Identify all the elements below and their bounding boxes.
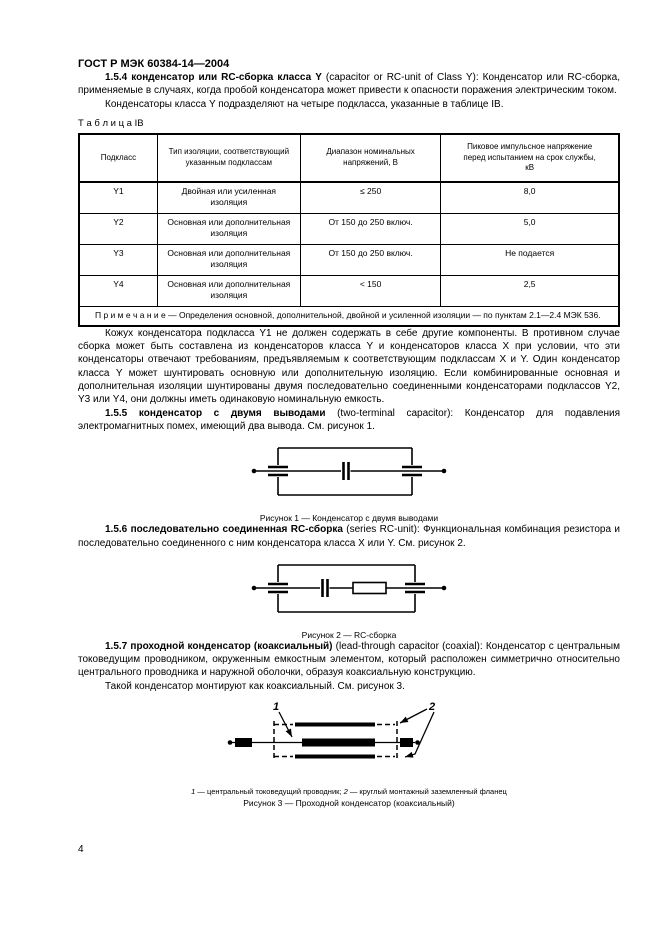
callout-line-1	[278, 711, 293, 738]
capacitive-electrode-top	[295, 722, 375, 727]
cell-subclass: Y4	[78, 274, 158, 307]
paragraph-1-5-7: 1.5.7 проходной конденсатор (коаксиальны…	[78, 640, 620, 680]
callout-line-2-top	[399, 708, 428, 724]
terminal-ferrule-right	[400, 738, 413, 748]
table-row-y4: Y4 Основная или дополнительная изоляция …	[78, 274, 620, 307]
figure-3-legend: 1 — центральный токоведущий проводник; 2…	[78, 787, 620, 796]
legend-number-1: 1	[191, 787, 196, 797]
cell-impulse: 2,5	[440, 274, 620, 307]
terminal-dot-left	[251, 468, 257, 474]
legend-text-2: — круглый монтажный заземленный фланец	[347, 787, 507, 797]
terminal-dot-right	[441, 468, 447, 474]
terminal-dot-right	[441, 585, 447, 591]
terminal-ferrule-left	[235, 738, 252, 748]
cell-insulation: Основная или дополнительная изоляция	[156, 212, 301, 245]
term-1-5-6: 1.5.6 последовательно соединенная RC-сбо…	[105, 524, 343, 536]
cell-voltage: ≤ 250	[299, 181, 442, 214]
figure-1: Рисунок 1 — Конденсатор с двумя выводами	[78, 441, 620, 523]
table-label: Т а б л и ц а IB	[78, 117, 144, 129]
capacitor-symbol-middle	[342, 462, 350, 481]
col-header-insulation-type: Тип изоляции, соответствующий указанным …	[156, 133, 301, 183]
capacitor-symbol-left	[268, 582, 288, 594]
cell-insulation: Двойная или усиленная изоляция	[156, 181, 301, 214]
figure-1-caption: Рисунок 1 — Конденсатор с двумя выводами	[259, 513, 439, 524]
callout-label-1: 1	[273, 701, 279, 713]
col-header-subclass: Подкласс	[78, 133, 158, 183]
two-terminal-capacitor-diagram	[251, 447, 447, 497]
definition-1-5-4: (capacitor or RC-unit of Class Y): Конде…	[78, 72, 620, 97]
paragraph-1-5-4: 1.5.4 конденсатор или RC-сборка класса Y…	[78, 71, 620, 98]
term-1-5-7: 1.5.7 проходной конденсатор (коаксиальны…	[105, 640, 333, 652]
cell-impulse: 8,0	[440, 181, 620, 214]
cell-voltage: От 150 до 250 включ.	[299, 212, 442, 245]
enclosure-box	[277, 564, 416, 613]
table-header-row: Подкласс Тип изоляции, соответствующий у…	[78, 133, 620, 183]
capacitor-symbol-series	[321, 578, 329, 597]
terminal-dot-right	[415, 740, 420, 745]
table-note: П р и м е ч а н и е — Определения основн…	[78, 305, 620, 327]
figure-2: Рисунок 2 — RC-сборка	[78, 558, 620, 640]
page-number: 4	[78, 844, 84, 855]
col-header-impulse-voltage: Пиковое импульсное напряжение перед испы…	[440, 133, 620, 183]
rc-unit-diagram	[251, 564, 447, 613]
definition-1-5-6: (series RC-unit): Функциональная комбина…	[78, 524, 621, 549]
legend-text-1: — центральный токоведущий проводник;	[195, 787, 344, 797]
cell-insulation: Основная или дополнительная изоляция	[156, 274, 301, 307]
figure-3-caption: Рисунок 3 — Проходной конденсатор (коакс…	[243, 798, 455, 809]
cell-insulation: Основная или дополнительная изоляция	[156, 243, 301, 276]
table-row-y3: Y3 Основная или дополнительная изоляция …	[78, 243, 620, 276]
legend-number-2: 2	[343, 787, 348, 797]
col-header-voltage-range: Диапазон номинальных напряжений, В	[299, 133, 442, 183]
callout-label-2: 2	[428, 701, 435, 713]
table-note-row: П р и м е ч а н и е — Определения основн…	[78, 305, 620, 327]
case-dashed-outline	[273, 721, 398, 762]
capacitor-symbol-right	[402, 465, 422, 477]
table-row-y2: Y2 Основная или дополнительная изоляция …	[78, 212, 620, 245]
enclosure-box	[277, 447, 413, 497]
page-header-title: ГОСТ Р МЭК 60384-14—2004	[78, 58, 230, 70]
paragraph-1-5-7-mounting: Такой конденсатор монтируют как коаксиал…	[105, 680, 405, 692]
terminal-dot-left	[251, 585, 257, 591]
paragraph-subclasses: Конденсаторы класса Y подразделяют на че…	[105, 98, 504, 110]
paragraph-1-5-5: 1.5.5 конденсатор с двумя выводами (two-…	[78, 407, 620, 434]
lead-through-capacitor-diagram: 1 2	[227, 701, 435, 762]
cell-subclass: Y2	[78, 212, 158, 245]
capacitor-symbol-left	[268, 465, 288, 477]
figure-2-caption: Рисунок 2 — RC-сборка	[301, 629, 397, 640]
cell-voltage: < 150	[299, 274, 442, 307]
terminal-dot-left	[227, 740, 233, 745]
cell-voltage: От 150 до 250 включ.	[299, 243, 442, 276]
figure-3: 1 2 1 — центральный токоведущий проводни…	[78, 698, 620, 808]
term-1-5-4: 1.5.4 конденсатор или RC-сборка класса Y	[105, 72, 322, 83]
resistor-symbol	[352, 581, 387, 595]
cell-subclass: Y3	[78, 243, 158, 276]
cell-impulse: Не подается	[440, 243, 620, 276]
capacitive-electrode-bottom	[295, 754, 375, 759]
cell-impulse: 5,0	[440, 212, 620, 245]
central-conductor-bar	[302, 738, 375, 747]
paragraph-y1-case: Кожух конденсатора подкласса Y1 не долже…	[78, 327, 620, 406]
definition-1-5-5: (two-terminal capacitor): Конденсатор дл…	[78, 407, 620, 432]
definition-1-5-7: (lead-through capacitor (coaxial): Конде…	[78, 640, 620, 679]
callout-line-2-bottom	[404, 711, 435, 758]
table-ib: Подкласс Тип изоляции, соответствующий у…	[78, 132, 620, 327]
table-row-y1: Y1 Двойная или усиленная изоляция ≤ 250 …	[78, 181, 620, 214]
term-1-5-5: 1.5.5 конденсатор с двумя выводами	[105, 407, 326, 419]
cell-subclass: Y1	[78, 181, 158, 214]
paragraph-1-5-6: 1.5.6 последовательно соединенная RC-сбо…	[78, 523, 620, 550]
capacitor-symbol-right	[405, 582, 425, 594]
